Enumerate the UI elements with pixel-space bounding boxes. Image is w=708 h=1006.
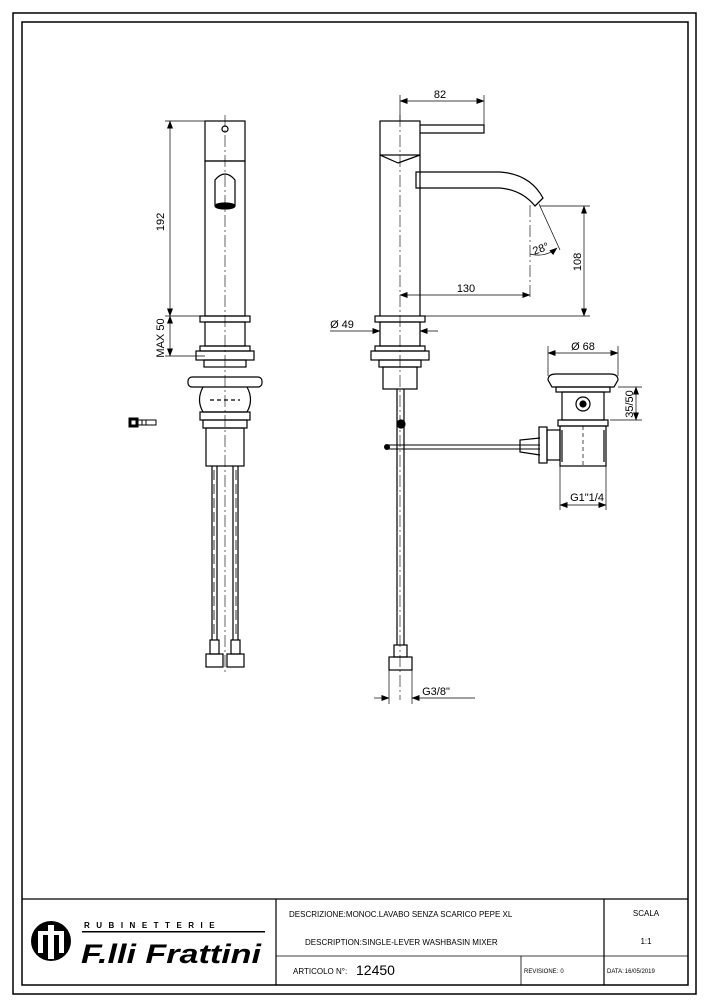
description-label: DESCRIPTION:SINGLE-LEVER WASHBASIN MIXER bbox=[305, 938, 498, 947]
wrench-icon bbox=[128, 417, 157, 428]
dim-35-50: 35/50 bbox=[624, 390, 636, 418]
brand-tagline: RUBINETTERIE bbox=[84, 921, 221, 930]
data-label: DATA:16/05/2019 bbox=[607, 969, 655, 975]
dim-diam-68: Ø 68 bbox=[571, 341, 595, 353]
dim-diam-49: Ø 49 bbox=[330, 319, 354, 331]
waste-view bbox=[519, 373, 619, 467]
brand-name: F.lli Frattini bbox=[81, 939, 262, 969]
title-block bbox=[22, 898, 688, 985]
articolo-value: 12450 bbox=[356, 962, 395, 978]
dim-108: 108 bbox=[572, 253, 584, 271]
dim-130: 130 bbox=[457, 283, 475, 295]
dim-28-deg: 28° bbox=[531, 241, 551, 258]
outer-frame bbox=[12, 12, 697, 995]
side-dimensions bbox=[330, 95, 590, 704]
dim-192: 192 bbox=[155, 213, 167, 231]
articolo-label: ARTICOLO N°: bbox=[293, 967, 347, 976]
popup-rod bbox=[384, 444, 540, 450]
scala-value: 1:1 bbox=[640, 937, 652, 946]
dim-g3-8: G3/8" bbox=[422, 686, 450, 698]
revisione-label: REVISIONE:0 bbox=[524, 969, 564, 975]
side-view bbox=[370, 120, 544, 671]
dim-82: 82 bbox=[434, 89, 446, 101]
front-view bbox=[187, 120, 263, 668]
dim-max-50: MAX 50 bbox=[155, 318, 167, 357]
descrizione-label: DESCRIZIONE:MONOC.LAVABO SENZA SCARICO P… bbox=[289, 910, 513, 919]
front-dimensions bbox=[165, 120, 205, 357]
waste-dimensions bbox=[547, 346, 642, 510]
inner-frame bbox=[21, 21, 689, 986]
scala-label: SCALA bbox=[633, 909, 660, 918]
brand-logo bbox=[31, 921, 265, 961]
dim-g1-1-4: G1"1/4 bbox=[570, 492, 604, 504]
